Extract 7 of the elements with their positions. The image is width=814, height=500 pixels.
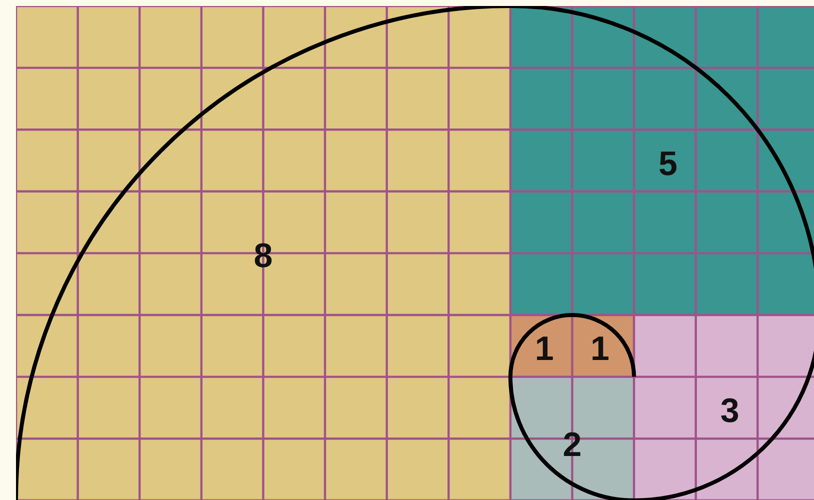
square-number: 1 — [590, 332, 610, 366]
fibonacci-square — [634, 315, 814, 500]
fibonacci-square — [16, 6, 510, 500]
fibonacci-square — [510, 6, 814, 315]
square-number: 1 — [534, 332, 554, 366]
square-number: 3 — [720, 394, 740, 428]
square-number: 5 — [658, 146, 678, 181]
